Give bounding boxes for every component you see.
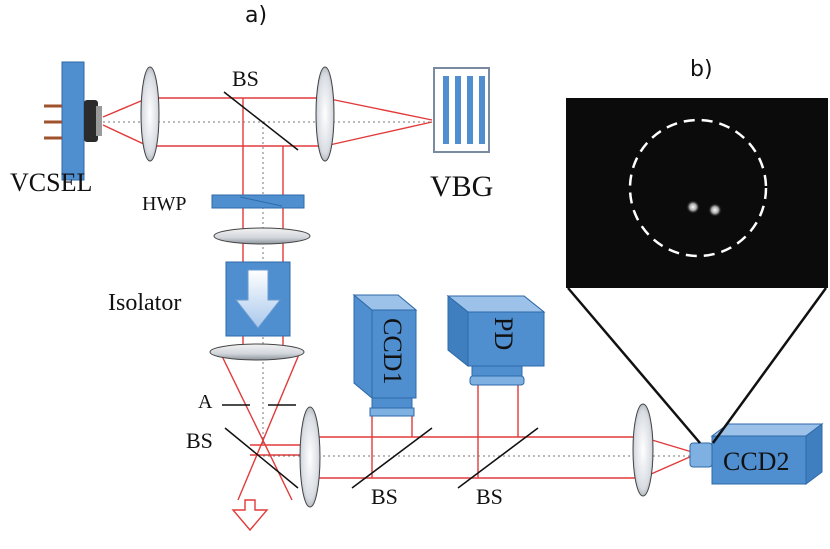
bs-mid-label: BS <box>371 484 398 509</box>
telescope-lens-1 <box>213 227 311 245</box>
pd-label: PD <box>489 317 518 350</box>
vcsel-source <box>44 61 102 181</box>
panel-label-a: a) <box>245 3 267 28</box>
panel-label-b: b) <box>690 57 713 82</box>
beam-spot <box>708 203 722 217</box>
ccd2-label: CCD2 <box>723 447 789 476</box>
optical-isolator <box>225 261 291 337</box>
inset-zoom-lines <box>567 287 828 444</box>
ccd2-camera <box>689 423 824 485</box>
aperture-label: A <box>198 391 213 413</box>
beam-spot <box>686 200 700 214</box>
ccd1-camera <box>352 293 418 417</box>
ccd1-label: CCD1 <box>378 318 407 384</box>
bs-right-label: BS <box>476 484 503 509</box>
half-wave-plate <box>211 194 305 209</box>
dashed-circle <box>628 118 768 258</box>
telescope-lens-2 <box>209 343 305 361</box>
photodetector <box>446 294 546 386</box>
collimating-lens <box>140 66 160 162</box>
imaging-lens <box>632 403 654 497</box>
laser-beam-paths <box>102 97 693 501</box>
vbg-label: VBG <box>430 170 493 203</box>
output-arrow-icon <box>231 499 269 532</box>
focusing-lens <box>315 66 335 162</box>
vbg-grating <box>433 67 490 153</box>
beam-splitter-right <box>457 427 539 489</box>
bs-top-label: BS <box>232 66 259 91</box>
beam-splitter-top <box>223 91 299 151</box>
beam-splitter-left <box>224 427 299 489</box>
hwp-label: HWP <box>142 193 186 215</box>
vcsel-label: VCSEL <box>10 168 92 197</box>
bs-left-label: BS <box>186 428 213 453</box>
ccd-image-inset <box>566 98 828 288</box>
isolator-label: Isolator <box>108 290 181 316</box>
collimating-lens-2 <box>299 406 321 508</box>
beam-splitter-mid <box>351 427 433 489</box>
